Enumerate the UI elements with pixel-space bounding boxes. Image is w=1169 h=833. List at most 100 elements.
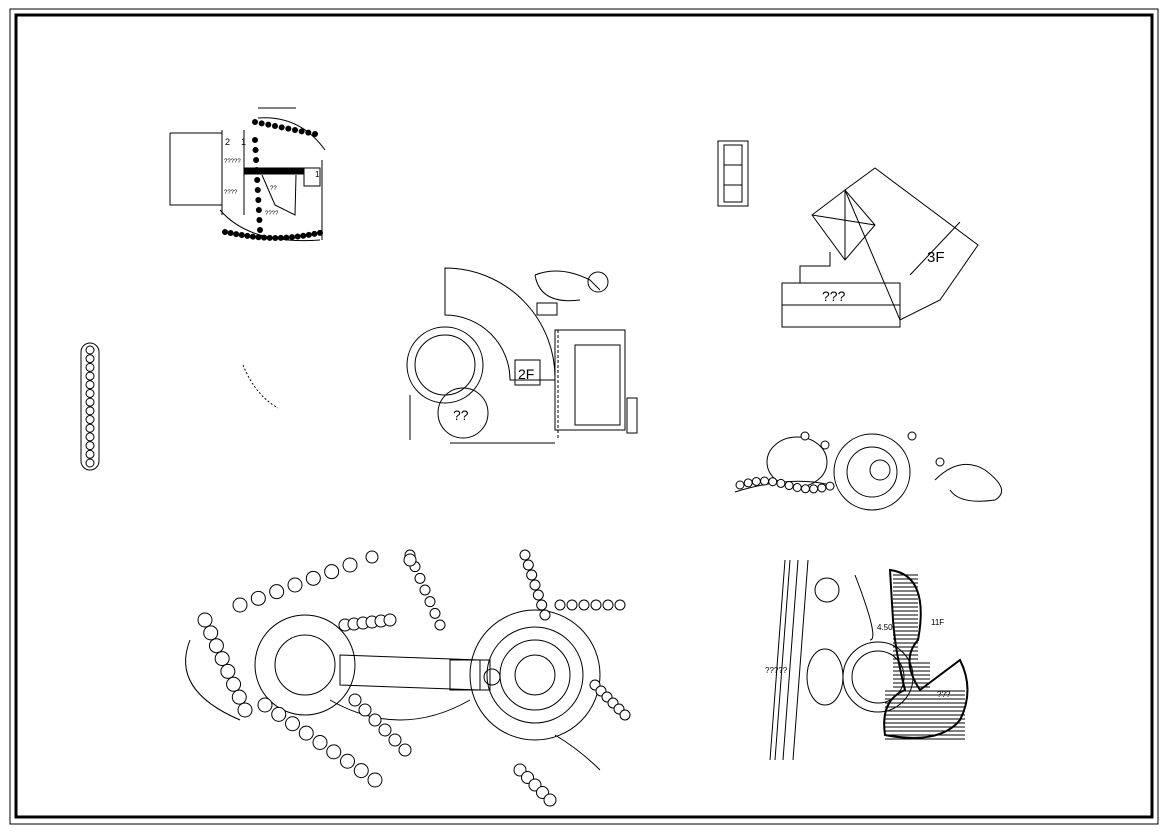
tree-symbol <box>85 432 95 442</box>
tree-symbol <box>255 234 262 241</box>
tree-symbol <box>378 723 392 737</box>
tree-symbol <box>614 599 626 611</box>
tree-symbol <box>250 590 266 606</box>
outer-border <box>9 8 1159 825</box>
tree-symbol <box>312 735 328 750</box>
tree-symbol <box>294 233 301 240</box>
tree-symbol <box>272 234 279 241</box>
tree-symbol <box>255 207 262 213</box>
tree-symbol <box>203 625 219 641</box>
floor-label: 11F <box>931 618 944 627</box>
tree-symbol <box>85 423 95 433</box>
tree-symbol <box>403 553 417 567</box>
tree-symbol <box>935 457 945 467</box>
tree-symbol <box>429 607 441 619</box>
tree-symbol <box>800 484 810 494</box>
tree-symbol <box>220 663 236 679</box>
floor-label: 2F <box>518 366 534 382</box>
tree-symbol <box>253 167 260 173</box>
tree-symbol <box>784 481 794 491</box>
label: ???? <box>224 190 238 196</box>
site-plan-c: ????? 4.50 11F ??? <box>765 559 969 761</box>
tree-symbol <box>214 651 230 667</box>
inner-border <box>14 13 1154 819</box>
tree-symbol <box>809 484 819 494</box>
tree-symbol <box>258 120 265 127</box>
tree-symbol <box>257 697 273 713</box>
tree-symbol <box>197 612 213 628</box>
tree-symbol <box>292 127 298 133</box>
pavilion-name: ?? <box>453 407 469 423</box>
tree-symbol <box>578 599 590 611</box>
tree-symbol <box>287 577 303 593</box>
tree-symbol <box>269 584 285 600</box>
tree-symbol <box>305 231 312 238</box>
road-label: ????? <box>765 666 788 675</box>
tree-symbol <box>85 458 95 468</box>
elevation-label: 4.50 <box>877 623 893 632</box>
site-plan-a: 2 1 1 ????? ???? ?? ???? <box>169 107 326 242</box>
building-3f-plan: 3F ??? <box>781 167 979 328</box>
tree-symbol <box>800 431 810 441</box>
tree-symbol <box>252 119 258 125</box>
tree-symbol <box>554 599 566 611</box>
tree-symbol <box>298 725 314 741</box>
area-label: ??? <box>937 690 951 699</box>
tree-symbol <box>358 703 372 717</box>
label: 1 <box>241 137 246 147</box>
site-plan-b <box>734 431 1003 511</box>
tree-symbol <box>85 397 95 407</box>
tree-symbol <box>566 599 578 611</box>
tree-symbol <box>907 431 917 441</box>
tree-symbol <box>760 476 770 486</box>
tree-symbol <box>768 477 778 487</box>
tree-symbol <box>227 230 234 237</box>
tree-symbol <box>254 187 261 193</box>
tree-symbol <box>85 406 95 416</box>
tree-symbol <box>249 233 256 240</box>
tree-symbol <box>776 478 786 488</box>
tree-symbol <box>226 676 242 692</box>
floor-label: 3F <box>927 249 945 266</box>
tree-symbol <box>367 772 383 788</box>
tree-symbol <box>348 693 362 707</box>
tree-symbol <box>266 234 273 241</box>
tree-symbol <box>602 599 614 611</box>
tree-symbol <box>792 483 802 493</box>
tree-symbol <box>305 129 312 136</box>
tree-symbol <box>825 481 835 491</box>
tree-symbol <box>272 123 278 129</box>
label: ?? <box>270 186 277 192</box>
tree-symbol <box>324 564 340 580</box>
tree-symbol <box>340 753 355 769</box>
tree-symbol <box>388 733 402 747</box>
tree-symbol <box>419 584 431 596</box>
tree-symbol <box>743 478 753 488</box>
building-name: ??? <box>822 288 846 304</box>
tree-symbol <box>434 619 446 631</box>
tree-symbol <box>532 589 544 601</box>
tree-symbol <box>289 234 296 241</box>
planter-strip <box>80 342 100 471</box>
pavilion-2f-plan: 2F ?? <box>406 267 638 444</box>
tree-symbol <box>543 793 557 807</box>
label: ????? <box>224 159 241 165</box>
tree-symbol <box>311 230 318 237</box>
tree-symbol <box>414 572 426 584</box>
tree-symbol <box>255 197 262 203</box>
label: ???? <box>265 211 279 217</box>
tree-symbol <box>539 609 551 621</box>
tree-symbol <box>312 131 318 137</box>
tree-symbol <box>85 345 95 355</box>
tree-symbol <box>261 234 268 241</box>
tree-symbol <box>285 125 292 132</box>
tree-symbol <box>735 480 745 490</box>
tree-symbol <box>233 231 240 238</box>
tree-symbol <box>277 234 284 241</box>
tree-symbol <box>317 229 323 236</box>
tree-symbol <box>536 599 548 611</box>
tree-symbol <box>619 709 631 721</box>
tree-symbol <box>232 597 248 613</box>
tree-symbol <box>424 596 436 608</box>
